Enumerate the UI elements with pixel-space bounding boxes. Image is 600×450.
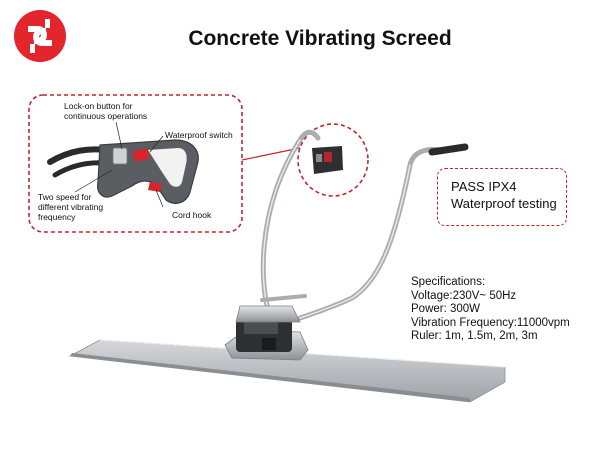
two-speed-label: Two speed for different vibrating freque… — [38, 192, 104, 222]
switch-unit — [312, 146, 343, 174]
motor-unit — [224, 305, 309, 361]
ipx4-badge-box — [437, 168, 567, 226]
spec-voltage: Voltage:230V~ 50Hz — [411, 289, 517, 302]
spec-vibration-frequency: Vibration Frequency:11000vpm — [411, 316, 570, 329]
ipx4-badge-title: PASS IPX4 — [451, 179, 517, 194]
page-title: Concrete Vibrating Screed — [188, 27, 452, 50]
handle-frame — [260, 129, 443, 321]
lock-on-button-label: Lock-on button for continuous operations — [64, 101, 148, 121]
switch-highlight-circle — [297, 123, 369, 197]
cp-brand-logo-icon — [14, 10, 66, 62]
waterproof-switch-label: Waterproof switch — [165, 130, 233, 140]
spec-ruler: Ruler: 1m, 1.5m, 2m, 3m — [411, 330, 538, 343]
detail-callout-box — [28, 94, 243, 233]
cord-hook-label: Cord hook — [172, 210, 212, 220]
spec-power: Power: 300W — [411, 303, 481, 316]
specifications-block: Specifications: Voltage:230V~ 50Hz Power… — [411, 276, 570, 344]
handle-closeup — [47, 139, 199, 204]
specifications-heading: Specifications: — [411, 276, 486, 288]
ipx4-badge-subtitle: Waterproof testing — [451, 196, 557, 211]
callout-connector — [241, 147, 301, 161]
